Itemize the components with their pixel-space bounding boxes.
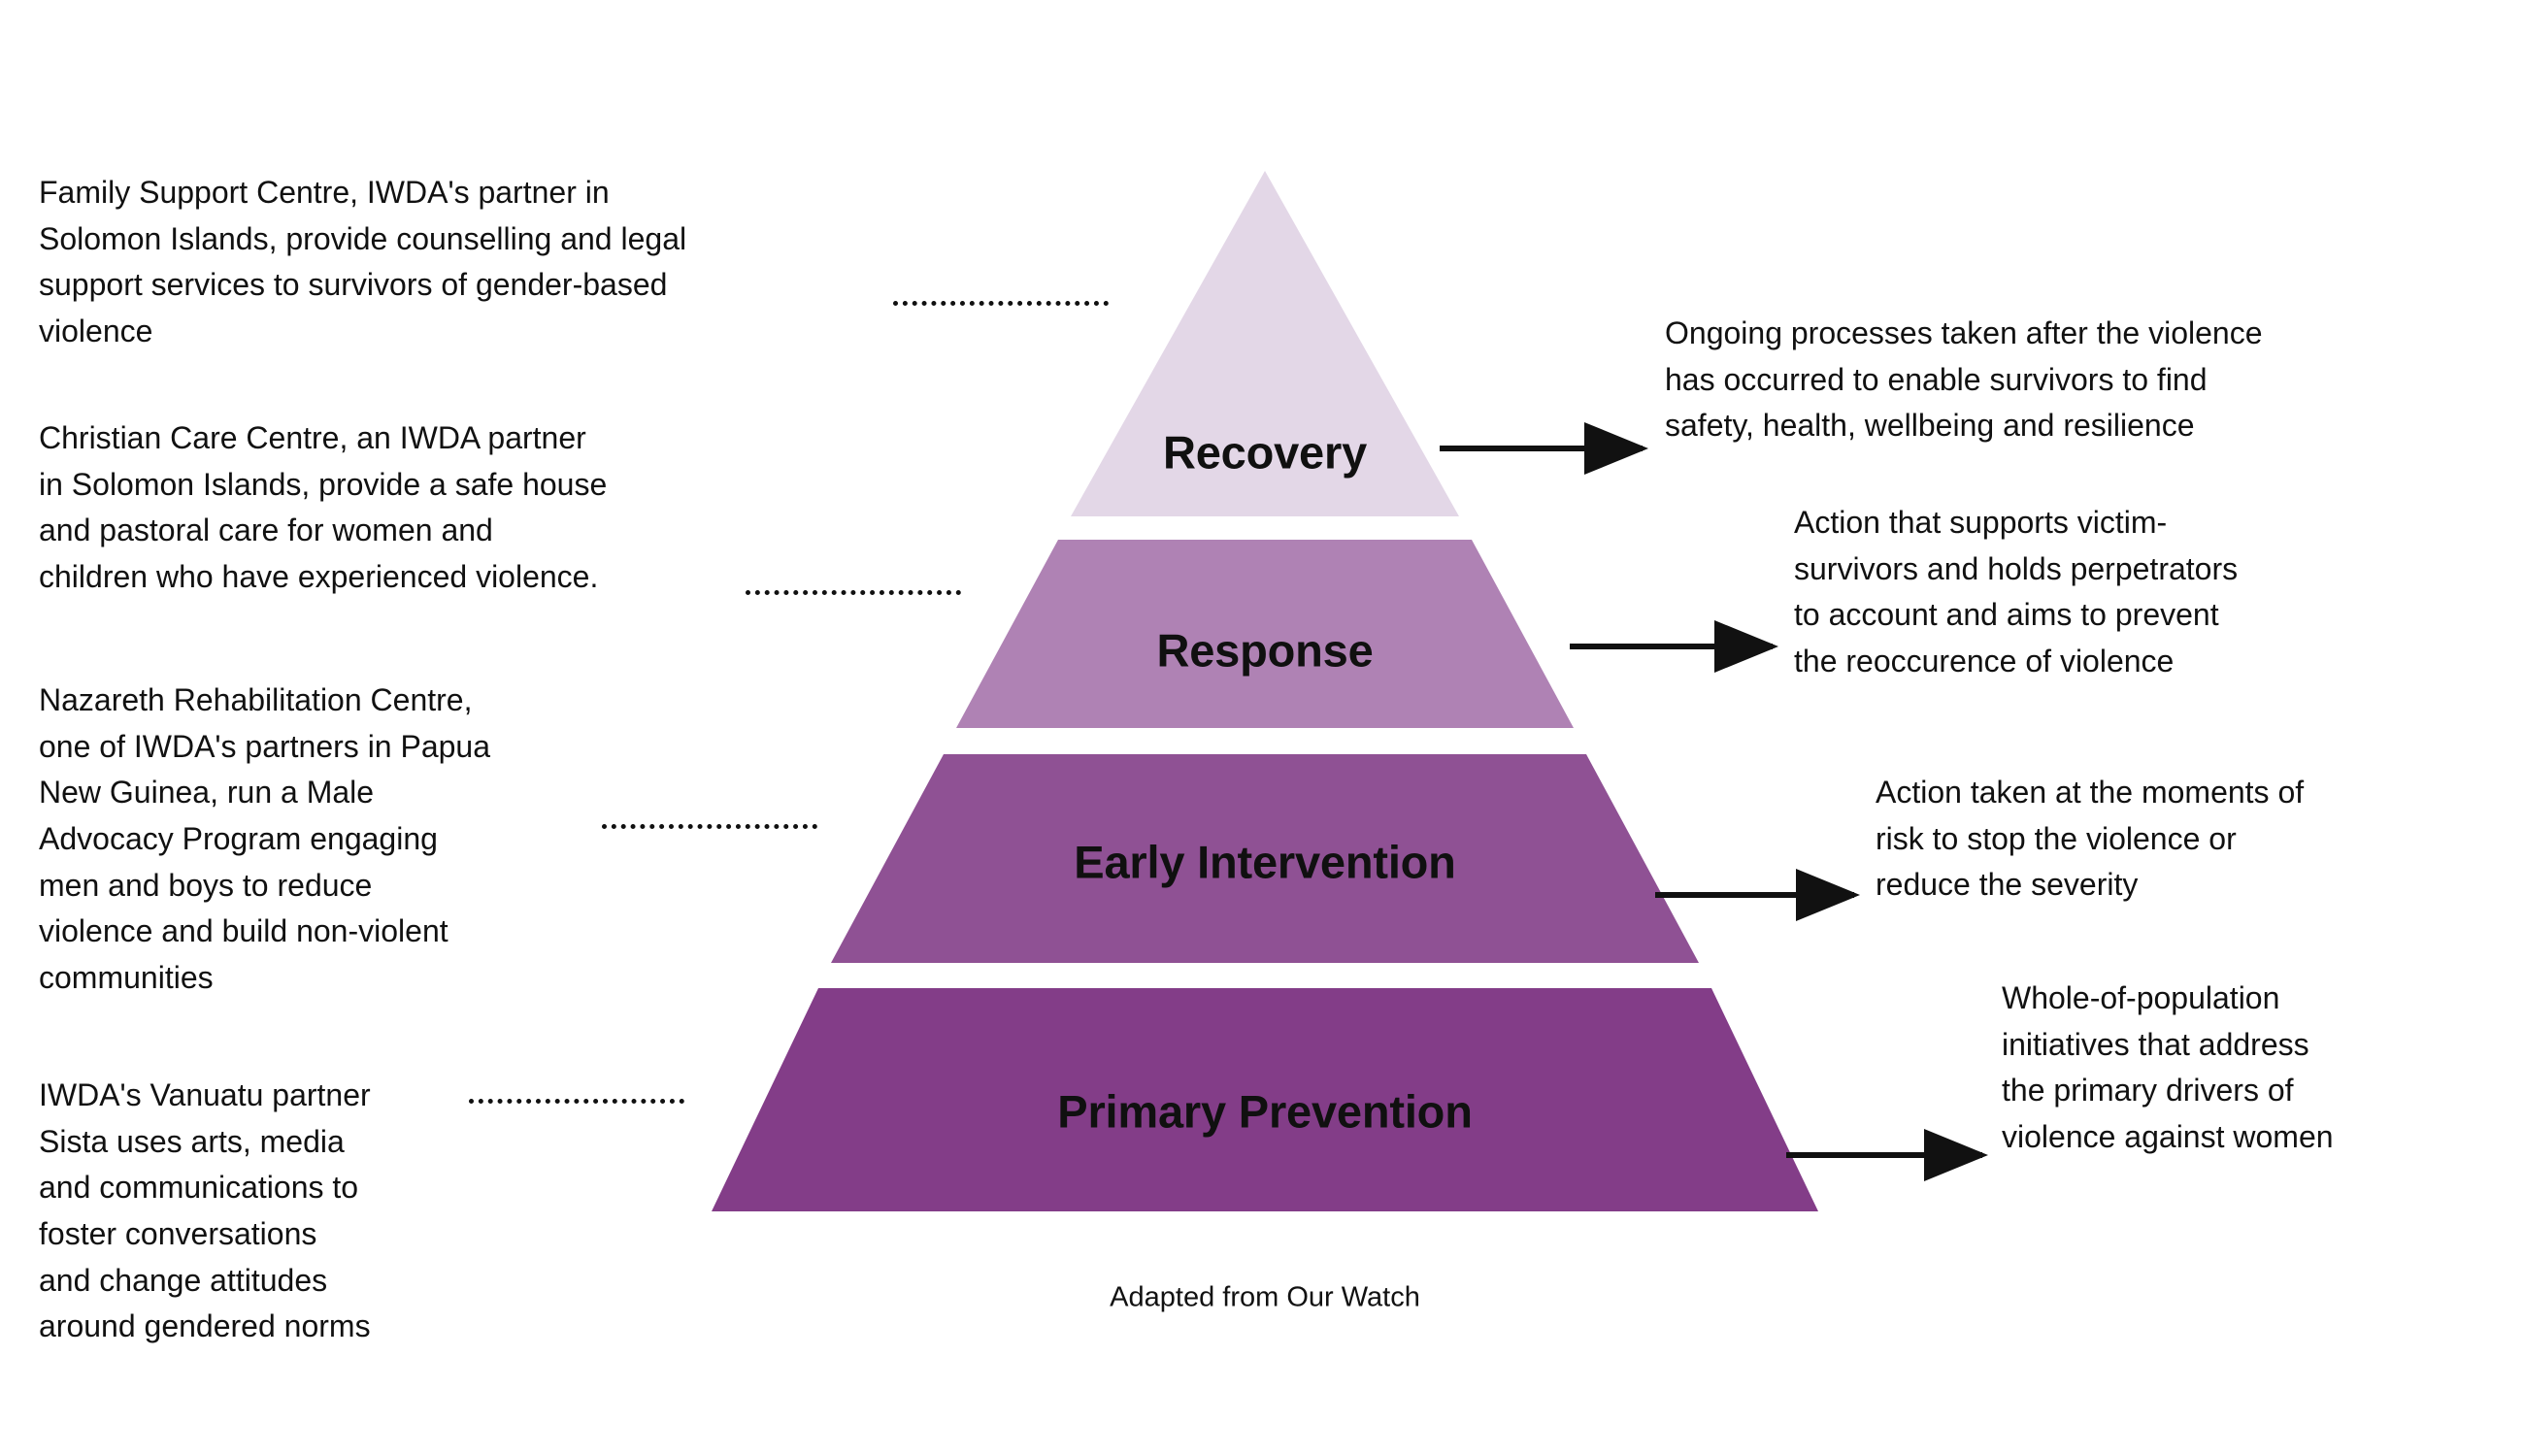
example-note-primary-prevention: IWDA's Vanuatu partner Sista uses arts, … bbox=[39, 1077, 371, 1344]
definition-note-response: Action that supports victim- survivors a… bbox=[1794, 505, 2239, 679]
example-note-recovery: Family Support Centre, IWDA's partner in… bbox=[39, 175, 687, 349]
example-note-response: Christian Care Centre, an IWDA partner i… bbox=[39, 420, 608, 595]
dotted-leader-response bbox=[746, 590, 961, 595]
dotted-leader-early-intervention bbox=[602, 824, 817, 829]
definition-note-primary-prevention: Whole-of-population initiatives that add… bbox=[2002, 980, 2334, 1155]
tier-label-response: Response bbox=[1156, 624, 1374, 677]
dotted-leader-recovery bbox=[893, 301, 1109, 306]
example-note-early-intervention: Nazareth Rehabilitation Centre, one of I… bbox=[39, 682, 491, 996]
tier-label-primary-prevention: Primary Prevention bbox=[1057, 1085, 1473, 1138]
dotted-leader-primary-prevention bbox=[469, 1099, 684, 1104]
tier-label-early-intervention: Early Intervention bbox=[1074, 836, 1456, 888]
tier-label-recovery: Recovery bbox=[1162, 426, 1368, 479]
definition-note-early-intervention: Action taken at the moments of risk to s… bbox=[1876, 775, 2305, 903]
definition-note-recovery: Ongoing processes taken after the violen… bbox=[1665, 315, 2263, 444]
source-caption: Adapted from Our Watch bbox=[1110, 1281, 1420, 1313]
